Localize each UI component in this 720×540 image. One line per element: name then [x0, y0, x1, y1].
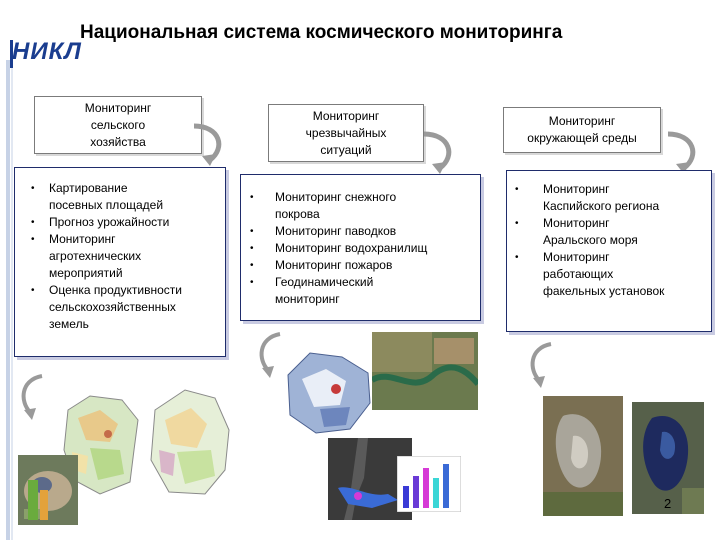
- side-stripe: [6, 60, 10, 540]
- list-item: • Оценка продуктивности сельскохозяйстве…: [31, 283, 182, 331]
- curved-arrow-icon: [259, 332, 281, 378]
- heading-line: ситуаций: [320, 142, 372, 157]
- list-emergency: • Мониторинг снежного покрова • Монитори…: [240, 174, 481, 321]
- heading-agriculture: Мониторинг сельского хозяйства: [34, 96, 202, 154]
- heading-line: окружающей среды: [527, 131, 637, 145]
- list-item: • Прогноз урожайности: [31, 215, 170, 229]
- list-item: • Мониторинг Каспийского региона: [515, 182, 660, 213]
- curved-arrow-icon: [21, 374, 43, 420]
- flood-satellite-image: [372, 332, 478, 410]
- heading-line: хозяйства: [90, 134, 146, 149]
- list-agriculture: • Картирование посевных площадей • Прогн…: [14, 167, 226, 357]
- decorative-bar: [28, 480, 38, 520]
- agriculture-map-image: [60, 390, 142, 498]
- logo-bar: [10, 40, 13, 68]
- aral-satellite-image: [632, 402, 704, 514]
- side-stripe-inner: [11, 60, 13, 540]
- heading-line: чрезвычайных: [305, 125, 387, 140]
- heading-emergency: Мониторинг чрезвычайных ситуаций: [268, 104, 424, 162]
- list-item: • Мониторинг водохранилищ: [250, 241, 428, 255]
- heading-line: Мониторинг: [84, 100, 152, 115]
- decorative-bar: [40, 490, 48, 520]
- list-item: • Мониторинг работающих факельных устано…: [515, 250, 665, 298]
- agriculture-map-image: [145, 380, 235, 500]
- list-environment: • Мониторинг Каспийского региона • Монит…: [506, 170, 712, 332]
- list-item: • Геодинамический мониторинг: [250, 275, 374, 306]
- heading-line: сельского: [90, 117, 146, 132]
- list-item: • Картирование посевных площадей: [31, 181, 164, 212]
- curved-arrow-icon: [530, 342, 552, 388]
- list-item: • Мониторинг Аральского моря: [515, 216, 638, 247]
- curved-arrow-icon: [667, 131, 696, 174]
- list-item: • Мониторинг снежного покрова: [250, 190, 397, 221]
- list-item: • Мониторинг паводков: [250, 224, 397, 238]
- heading-line: Мониторинг: [312, 108, 380, 123]
- snow-cover-map-image: [280, 345, 376, 437]
- page-title: Национальная система космического монито…: [80, 22, 563, 43]
- logo: НИКЛ: [12, 38, 82, 65]
- list-item: • Мониторинг агротехнических мероприятий: [31, 232, 142, 280]
- heading-environment: Мониторинг окружающей среды: [503, 107, 661, 153]
- list-item: • Мониторинг пожаров: [250, 258, 393, 272]
- curved-arrow-icon: [423, 131, 452, 174]
- caspian-satellite-image: [543, 396, 623, 516]
- curved-arrow-icon: [193, 123, 222, 166]
- statistics-chart-image: [397, 456, 461, 512]
- heading-line: Мониторинг: [548, 114, 616, 128]
- page-number: 2: [664, 496, 672, 511]
- agriculture-satellite-image: [18, 455, 78, 525]
